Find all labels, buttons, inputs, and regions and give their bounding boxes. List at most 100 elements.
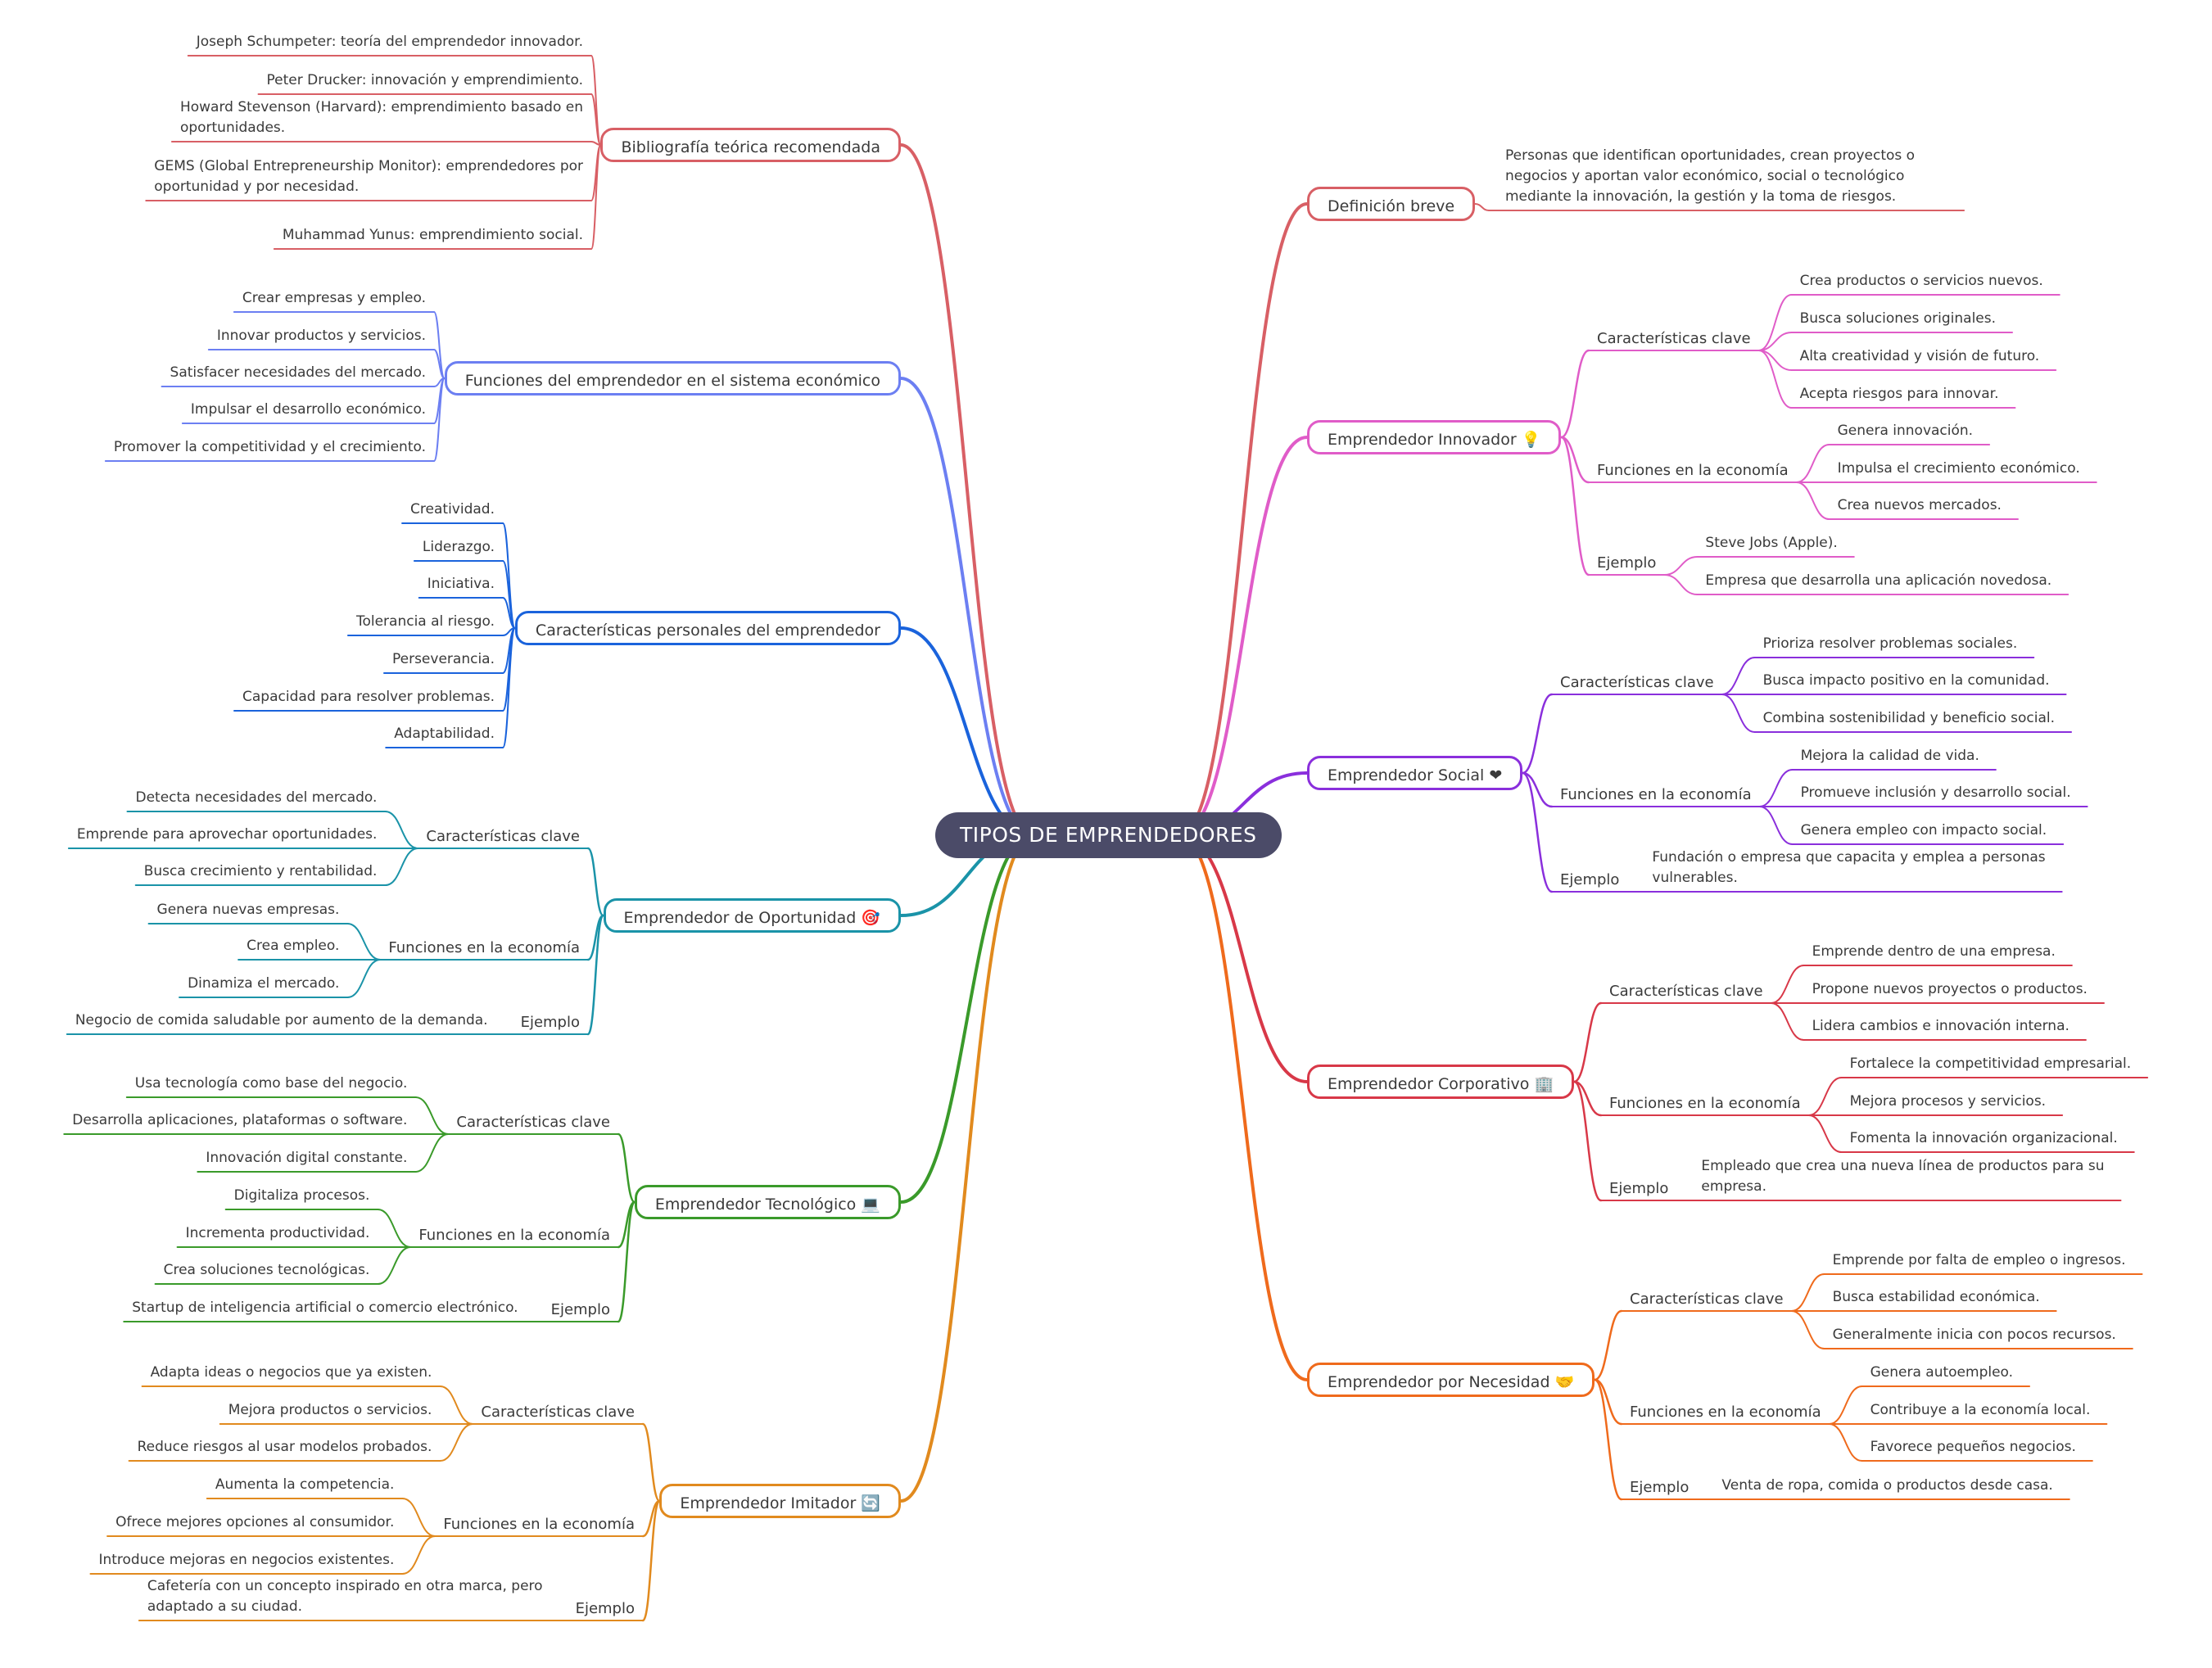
leaf-item[interactable]: Muhammad Yunus: emprendimiento social. [282, 227, 583, 243]
leaf-item[interactable]: Alta creatividad y visión de futuro. [1799, 348, 2040, 364]
group-label[interactable]: Características clave [1597, 330, 1751, 347]
leaf-item[interactable]: Busca impacto positivo en la comunidad. [1762, 672, 2050, 689]
group-label[interactable]: Ejemplo [1609, 1180, 1669, 1197]
group-label[interactable]: Funciones en la economía [1560, 786, 1752, 803]
leaf-item[interactable]: Impulsar el desarrollo económico. [190, 401, 426, 418]
group-label[interactable]: Características clave [481, 1404, 635, 1421]
leaf-item[interactable]: Emprende dentro de una empresa. [1812, 943, 2056, 960]
leaf-item[interactable]: Steve Jobs (Apple). [1705, 535, 1838, 551]
leaf-item[interactable]: Prioriza resolver problemas sociales. [1762, 635, 2018, 652]
leaf-item[interactable]: Innovar productos y servicios. [216, 328, 426, 344]
group-label[interactable]: Ejemplo [1560, 871, 1620, 888]
root-topic[interactable]: TIPOS DE EMPRENDEDORES [935, 812, 1282, 858]
leaf-item[interactable]: Crea productos o servicios nuevos. [1799, 273, 2043, 289]
branch-topic[interactable]: Emprendedor por Necesidad 🤝 [1307, 1363, 1595, 1397]
group-label[interactable]: Funciones en la economía [1630, 1404, 1821, 1421]
leaf-item[interactable]: Busca crecimiento y rentabilidad. [143, 863, 378, 879]
leaf-item[interactable]: Promueve inclusión y desarrollo social. [1800, 784, 2071, 801]
group-label[interactable]: Funciones en la economía [1609, 1095, 1801, 1112]
group-label[interactable]: Características clave [426, 828, 580, 845]
leaf-item[interactable]: Empresa que desarrolla una aplicación no… [1705, 572, 2052, 589]
leaf-item[interactable]: Dinamiza el mercado. [188, 975, 340, 992]
branch-topic[interactable]: Emprendedor Social ❤ [1307, 756, 1523, 790]
group-label[interactable]: Funciones en la economía [443, 1516, 635, 1533]
group-label[interactable]: Características clave [1630, 1291, 1784, 1308]
group-label[interactable]: Características clave [1609, 983, 1763, 1000]
leaf-item[interactable]: Fortalece la competitividad empresarial. [1849, 1055, 2132, 1072]
leaf-item[interactable]: Capacidad para resolver problemas. [242, 689, 495, 705]
leaf-item[interactable]: Acepta riesgos para innovar. [1799, 386, 1999, 402]
leaf-item[interactable]: Genera innovación. [1837, 423, 1974, 439]
group-label[interactable]: Ejemplo [1597, 554, 1657, 572]
leaf-item[interactable]: Crea soluciones tecnológicas. [163, 1262, 370, 1278]
leaf-item[interactable]: Empleado que crea una nueva línea de pro… [1701, 1158, 2105, 1195]
branch-topic[interactable]: Funciones del emprendedor en el sistema … [444, 361, 901, 396]
leaf-item[interactable]: Mejora la calidad de vida. [1800, 748, 1979, 764]
leaf-item[interactable]: Perseverancia. [391, 651, 495, 667]
leaf-item[interactable]: Emprende por falta de empleo o ingresos. [1832, 1252, 2126, 1268]
leaf-item[interactable]: Crear empresas y empleo. [242, 290, 426, 306]
branch-topic[interactable]: Emprendedor Imitador 🔄 [659, 1484, 901, 1518]
leaf-item[interactable]: Venta de ropa, comida o productos desde … [1721, 1477, 2053, 1494]
leaf-item[interactable]: Favorece pequeños negocios. [1870, 1439, 2076, 1455]
leaf-item[interactable]: Cafetería con un concepto inspirado en o… [147, 1578, 543, 1615]
leaf-item[interactable]: Creatividad. [410, 501, 495, 518]
leaf-item[interactable]: Howard Stevenson (Harvard): emprendimien… [179, 99, 583, 136]
leaf-item[interactable]: Liderazgo. [422, 539, 495, 555]
leaf-item[interactable]: Adapta ideas o negocios que ya existen. [150, 1364, 432, 1381]
branch-topic[interactable]: Definición breve [1307, 187, 1476, 221]
leaf-item[interactable]: Digitaliza procesos. [233, 1187, 370, 1204]
branch-topic[interactable]: Bibliografía teórica recomendada [600, 128, 901, 162]
leaf-item[interactable]: Fundación o empresa que capacita y emple… [1652, 849, 2046, 886]
leaf-item[interactable]: Emprende para aprovechar oportunidades. [76, 826, 378, 843]
leaf-item[interactable]: Genera nuevas empresas. [156, 902, 340, 918]
leaf-item[interactable]: Crea nuevos mercados. [1837, 497, 2002, 513]
group-label[interactable]: Características clave [456, 1114, 610, 1131]
group-label[interactable]: Ejemplo [575, 1600, 635, 1617]
leaf-item[interactable]: Mejora productos o servicios. [228, 1402, 432, 1418]
leaf-item[interactable]: Satisfacer necesidades del mercado. [170, 364, 426, 381]
branch-topic[interactable]: Emprendedor Corporativo 🏢 [1307, 1065, 1575, 1099]
group-label[interactable]: Funciones en la economía [388, 939, 580, 956]
leaf-item[interactable]: Incrementa productividad. [185, 1225, 370, 1241]
leaf-item[interactable]: Generalmente inicia con pocos recursos. [1832, 1327, 2116, 1343]
leaf-item[interactable]: Impulsa el crecimiento económico. [1837, 460, 2080, 477]
group-label[interactable]: Ejemplo [550, 1301, 610, 1318]
leaf-item[interactable]: Startup de inteligencia artificial o com… [132, 1300, 518, 1316]
leaf-item[interactable]: Reduce riesgos al usar modelos probados. [137, 1439, 432, 1455]
leaf-item[interactable]: Fomenta la innovación organizacional. [1849, 1130, 2118, 1146]
leaf-item[interactable]: Lidera cambios e innovación interna. [1812, 1018, 2070, 1034]
leaf-item[interactable]: Innovación digital constante. [206, 1150, 408, 1166]
leaf-item[interactable]: Genera empleo con impacto social. [1800, 822, 2047, 839]
leaf-item[interactable]: Usa tecnología como base del negocio. [134, 1075, 408, 1092]
branch-topic[interactable]: Emprendedor Tecnológico 💻 [634, 1185, 901, 1219]
leaf-item[interactable]: Iniciativa. [427, 576, 495, 592]
branch-topic[interactable]: Emprendedor de Oportunidad 🎯 [603, 898, 901, 933]
leaf-item[interactable]: Mejora procesos y servicios. [1849, 1093, 2047, 1110]
leaf-item[interactable]: Contribuye a la economía local. [1870, 1402, 2091, 1418]
leaf-item[interactable]: Personas que identifican oportunidades, … [1505, 147, 1916, 205]
leaf-item[interactable]: Peter Drucker: innovación y emprendimien… [266, 72, 583, 88]
leaf-item[interactable]: Aumenta la competencia. [215, 1476, 395, 1493]
leaf-item[interactable]: Ofrece mejores opciones al consumidor. [115, 1514, 395, 1530]
branch-topic[interactable]: Características personales del emprended… [514, 611, 901, 645]
leaf-item[interactable]: Combina sostenibilidad y beneficio socia… [1762, 710, 2056, 726]
leaf-item[interactable]: Genera autoempleo. [1870, 1364, 2014, 1381]
leaf-item[interactable]: Busca soluciones originales. [1799, 310, 1997, 327]
branch-topic[interactable]: Emprendedor Innovador 💡 [1307, 420, 1562, 454]
leaf-item[interactable]: Negocio de comida saludable por aumento … [75, 1012, 488, 1028]
leaf-item[interactable]: Promover la competitividad y el crecimie… [113, 439, 426, 455]
group-label[interactable]: Ejemplo [520, 1014, 580, 1031]
leaf-item[interactable]: Adaptabilidad. [394, 726, 495, 742]
leaf-item[interactable]: Busca estabilidad económica. [1832, 1289, 2040, 1305]
leaf-item[interactable]: Propone nuevos proyectos o productos. [1812, 981, 2088, 997]
leaf-item[interactable]: Detecta necesidades del mercado. [135, 789, 378, 806]
group-label[interactable]: Ejemplo [1630, 1479, 1690, 1496]
leaf-item[interactable]: Joseph Schumpeter: teoría del emprendedo… [196, 34, 583, 50]
leaf-item[interactable]: GEMS (Global Entrepreneurship Monitor): … [154, 158, 583, 195]
leaf-item[interactable]: Desarrolla aplicaciones, plataformas o s… [72, 1112, 408, 1128]
group-label[interactable]: Características clave [1560, 674, 1714, 691]
leaf-item[interactable]: Crea empleo. [247, 938, 340, 954]
group-label[interactable]: Funciones en la economía [1597, 462, 1789, 479]
group-label[interactable]: Funciones en la economía [418, 1227, 610, 1244]
